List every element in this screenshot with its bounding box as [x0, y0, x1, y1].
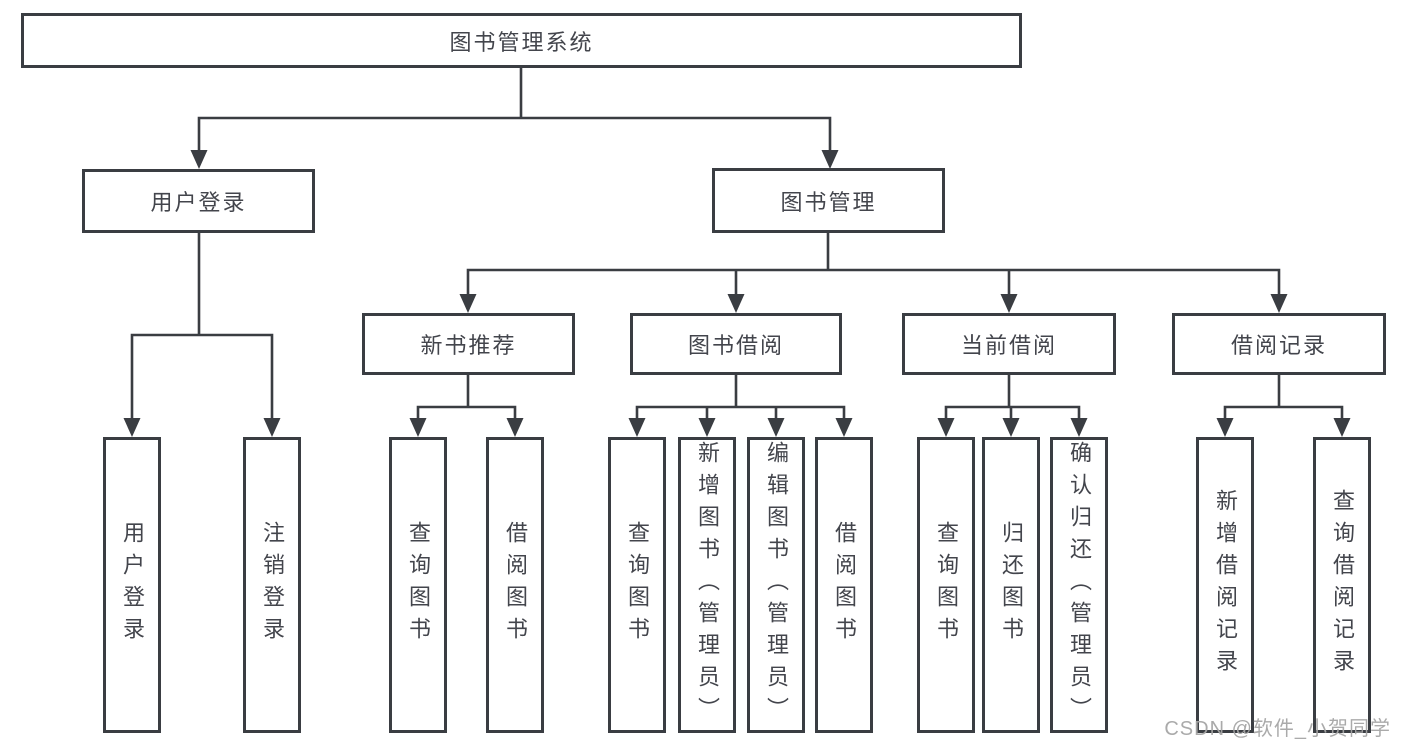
leaf-label: 查询图书: [406, 521, 431, 649]
node-borrowing-records: 借阅记录: [1172, 313, 1386, 375]
node-label: 借阅记录: [1230, 333, 1327, 358]
leaf-edit-book-admin: 编辑图书（管理员）: [747, 437, 805, 733]
node-label: 图书管理: [780, 189, 877, 215]
node-label: 新书推荐: [420, 333, 517, 358]
node-current-borrowing: 当前借阅: [902, 313, 1116, 375]
leaf-label: 查询图书: [934, 521, 959, 649]
node-book-management: 图书管理: [712, 168, 945, 233]
leaf-label: 注销登录: [260, 521, 285, 649]
leaf-borrow-books: 借阅图书: [815, 437, 873, 733]
node-label: 用户登录: [150, 190, 247, 215]
node-root: 图书管理系统: [21, 13, 1022, 68]
leaf-logout: 注销登录: [243, 437, 301, 733]
leaf-label: 查询借阅记录: [1330, 489, 1355, 681]
node-user-login-branch: 用户登录: [82, 169, 315, 233]
watermark: CSDN @软件_小贺同学: [1164, 718, 1391, 740]
leaf-query-books-current: 查询图书: [917, 437, 975, 733]
leaf-label: 借阅图书: [503, 521, 528, 649]
leaf-return-book: 归还图书: [982, 437, 1040, 733]
leaf-label: 用户登录: [120, 521, 145, 649]
leaf-label: 编辑图书（管理员）: [764, 441, 789, 729]
node-label: 图书借阅: [687, 333, 784, 358]
leaf-label: 确认归还（管理员）: [1067, 441, 1092, 729]
leaf-query-books-recommend: 查询图书: [389, 437, 447, 733]
leaf-user-login: 用户登录: [103, 437, 161, 733]
leaf-label: 新增借阅记录: [1213, 489, 1238, 681]
leaf-add-book-admin: 新增图书（管理员）: [678, 437, 736, 733]
node-root-label: 图书管理系统: [449, 29, 594, 55]
leaf-borrow-books-recommend: 借阅图书: [486, 437, 544, 733]
node-new-book-recommend: 新书推荐: [362, 313, 575, 375]
leaf-query-borrow-record: 查询借阅记录: [1313, 437, 1371, 733]
leaf-label: 归还图书: [999, 521, 1024, 649]
leaf-add-borrow-record: 新增借阅记录: [1196, 437, 1254, 733]
node-label: 当前借阅: [960, 333, 1057, 358]
leaf-label: 新增图书（管理员）: [695, 441, 720, 729]
leaf-confirm-return-admin: 确认归还（管理员）: [1050, 437, 1108, 733]
node-book-borrowing: 图书借阅: [630, 313, 842, 375]
leaf-label: 查询图书: [625, 521, 650, 649]
leaf-query-books-borrow: 查询图书: [608, 437, 666, 733]
leaf-label: 借阅图书: [832, 521, 857, 649]
